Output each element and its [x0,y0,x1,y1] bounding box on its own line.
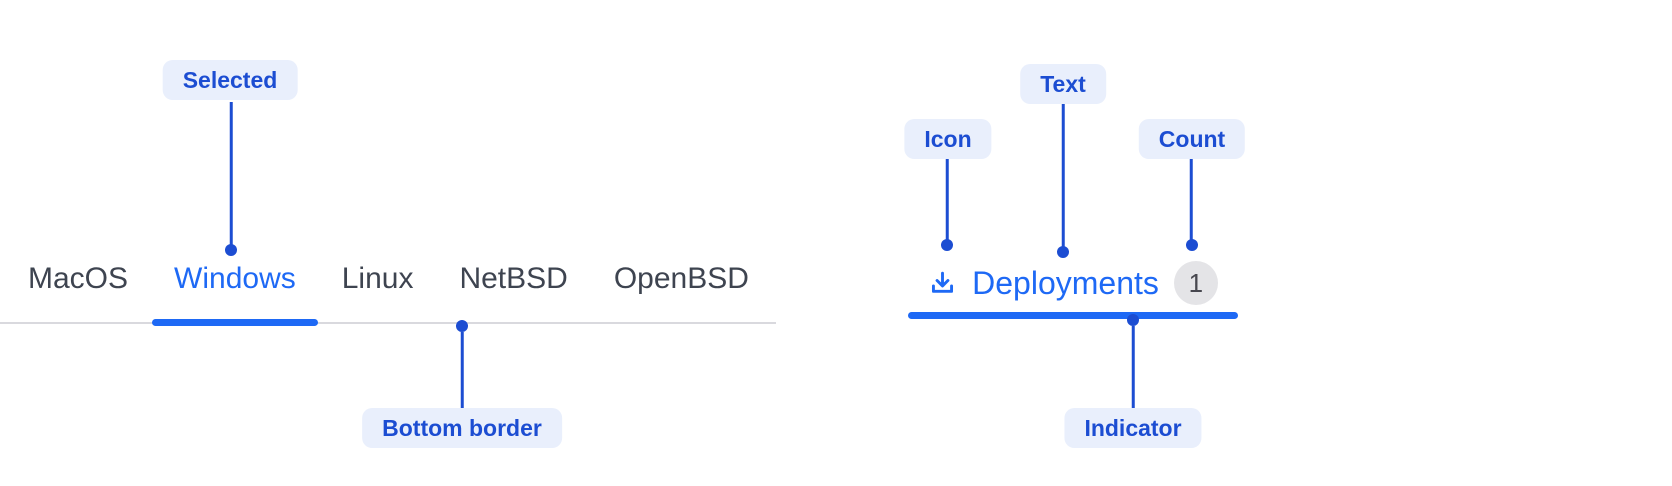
tab-deployments[interactable]: Deployments 1 [908,259,1238,307]
tab-count-badge: 1 [1173,261,1218,305]
tab-netbsd[interactable]: NetBSD [437,250,589,322]
callout-text-label: Text [1020,64,1106,104]
callout-text-line [1061,104,1065,247]
tab-deployments-label: Deployments [972,264,1159,301]
tab-label: NetBSD [459,262,568,295]
tab-active-indicator [908,312,1238,319]
callout-count-line [1189,159,1193,240]
tab-active-underline [152,319,318,326]
tab-openbsd[interactable]: OpenBSD [592,250,771,322]
callout-indicator-dot [1127,314,1139,326]
tab-windows[interactable]: Windows [152,250,318,326]
callout-indicator-line [1131,326,1135,408]
callout-text-dot [1057,246,1069,258]
callout-count-dot [1186,239,1198,251]
callout-selected-dot [225,244,237,256]
callout-bottom-border-dot [456,320,468,332]
callout-bottom-border-label: Bottom border [362,408,562,448]
tab-linux[interactable]: Linux [320,250,436,322]
callout-count-label: Count [1138,119,1246,159]
callout-selected-label: Selected [162,60,298,100]
callout-icon-label: Icon [904,119,992,159]
tab-bar: MacOS Windows Linux NetBSD OpenBSD [0,250,776,326]
tab-label: Linux [341,262,414,295]
callout-icon-dot [941,239,953,251]
tab-label: OpenBSD [613,262,749,295]
tab-label: MacOS [28,262,129,295]
callout-selected-line [229,102,233,245]
tab-label: Windows [174,262,296,295]
download-icon [932,271,954,293]
tab-macos[interactable]: MacOS [6,250,150,322]
callout-icon-line [945,159,949,240]
callout-indicator-label: Indicator [1064,408,1202,448]
callout-bottom-border-line [460,332,464,408]
